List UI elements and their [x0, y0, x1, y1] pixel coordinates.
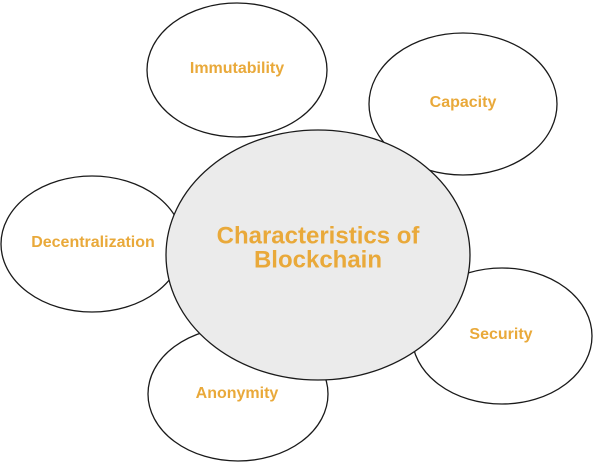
central-node-ellipse: [165, 129, 471, 381]
node-decentralization: Decentralization: [0, 175, 184, 313]
node-immutability-ellipse: [146, 2, 328, 138]
node-capacity-label: Capacity: [430, 94, 497, 111]
node-capacity-ellipse: [368, 32, 558, 176]
central-node-title-line1: Characteristics of: [217, 222, 421, 249]
node-capacity: Capacity: [368, 32, 558, 176]
central-node-title-line2: Blockchain: [254, 246, 382, 273]
node-anonymity-label: Anonymity: [196, 385, 279, 402]
node-security-label: Security: [469, 326, 532, 343]
node-immutability: Immutability: [146, 2, 328, 138]
node-immutability-label: Immutability: [190, 60, 284, 77]
node-decentralization-label: Decentralization: [31, 234, 155, 251]
central-node: Characteristics of Blockchain: [165, 129, 471, 381]
